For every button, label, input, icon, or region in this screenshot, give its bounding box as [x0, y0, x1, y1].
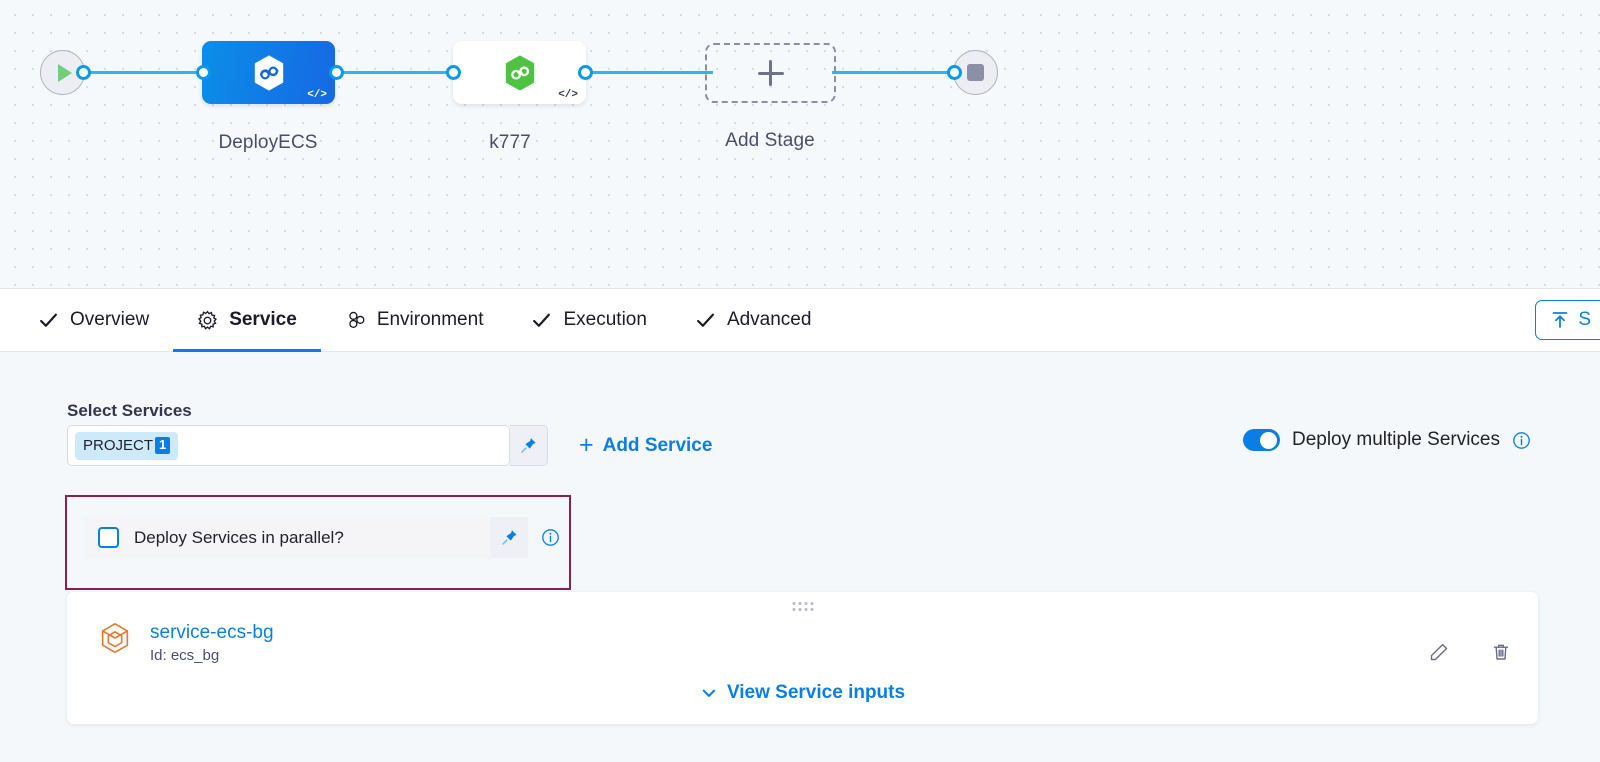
pin-icon — [521, 438, 536, 453]
deploy-in-parallel-info[interactable] — [541, 528, 560, 552]
save-as-template-label: S — [1578, 309, 1591, 330]
port-start-out[interactable] — [76, 65, 91, 80]
port-k777-in[interactable] — [446, 65, 461, 80]
service-card[interactable]: service-ecs-bg Id: ecs_bg — [67, 592, 1538, 724]
harness-hexagon-infinity-icon — [254, 54, 283, 91]
tab-service[interactable]: Service — [173, 289, 321, 352]
pipeline-canvas[interactable]: </> DeployECS </> k777 — [0, 0, 1600, 289]
stage-code-badge[interactable]: </> — [558, 89, 578, 101]
save-as-template-button[interactable]: S — [1535, 300, 1600, 340]
port-deployecs-in[interactable] — [196, 65, 211, 80]
deploy-in-parallel-highlight: Deploy Services in parallel? — [65, 495, 571, 590]
view-service-inputs-button[interactable]: View Service inputs — [700, 682, 905, 704]
tab-overview[interactable]: Overview — [14, 289, 173, 351]
port-end-in[interactable] — [947, 65, 962, 80]
stage-label-deployecs: DeployECS — [218, 132, 318, 153]
service-scope-chip[interactable]: PROJECT 1 — [75, 431, 179, 460]
plus-icon: + — [579, 431, 594, 459]
trash-icon[interactable] — [1490, 641, 1512, 663]
add-stage-node[interactable] — [705, 43, 836, 103]
stage-node-deployecs[interactable]: </> — [202, 41, 335, 104]
stage-node-k777[interactable]: </> — [453, 41, 586, 104]
tab-label: Execution — [563, 309, 647, 330]
check-icon — [40, 313, 57, 327]
pencil-icon[interactable] — [1428, 641, 1450, 663]
tab-advanced[interactable]: Advanced — [671, 289, 836, 351]
stage-code-badge[interactable]: </> — [307, 89, 327, 101]
deploy-in-parallel-pin-button[interactable] — [490, 517, 528, 558]
toggle-knob — [1260, 431, 1278, 449]
tab-label: Advanced — [726, 309, 812, 330]
deploy-multiple-services-toggle[interactable] — [1242, 429, 1280, 451]
chip-count-badge: 1 — [155, 437, 171, 454]
service-card-actions — [1428, 641, 1512, 663]
select-services-input[interactable]: PROJECT 1 — [67, 425, 510, 466]
add-service-label: Add Service — [602, 434, 713, 456]
service-hexagon-icon — [101, 622, 129, 654]
select-services-title: Select Services — [67, 401, 192, 420]
play-icon — [57, 63, 72, 82]
edge-k777-to-addstage — [578, 71, 713, 74]
service-card-main: service-ecs-bg Id: ecs_bg — [96, 620, 274, 664]
deploy-multiple-services-label: Deploy multiple Services — [1291, 429, 1500, 450]
port-k777-out[interactable] — [578, 65, 593, 80]
gear-icon — [198, 310, 218, 330]
deploy-in-parallel-checkbox[interactable] — [98, 527, 119, 548]
select-services-pin-button[interactable] — [510, 425, 548, 466]
edge-addstage-to-end — [832, 71, 962, 74]
tab-environment[interactable]: Environment — [321, 289, 508, 351]
service-tab-panel: Select Services PROJECT 1 + Add Service — [0, 352, 1600, 762]
view-service-inputs-label: View Service inputs — [726, 682, 906, 703]
pin-icon — [501, 530, 517, 545]
tab-label: Overview — [70, 309, 150, 330]
select-services-row: PROJECT 1 + Add Service — [67, 425, 712, 466]
cluster-icon — [349, 311, 365, 328]
info-icon — [542, 529, 559, 546]
deploy-in-parallel-label: Deploy Services in parallel? — [134, 527, 344, 547]
deploy-in-parallel-field[interactable]: Deploy Services in parallel? — [84, 517, 490, 558]
edge-deployecs-to-k777 — [330, 71, 460, 74]
check-icon — [696, 313, 714, 327]
stage-label-k777: k777 — [489, 132, 531, 153]
info-icon[interactable] — [1512, 431, 1531, 450]
add-service-button[interactable]: + Add Service — [579, 433, 712, 458]
save-template-icon — [1552, 312, 1568, 328]
service-name-link[interactable]: service-ecs-bg — [150, 622, 274, 643]
stage-tabbar: Overview Service Environment — [0, 289, 1600, 352]
chip-label: PROJECT — [83, 437, 154, 454]
tab-label: Environment — [376, 309, 484, 330]
plus-icon — [769, 60, 772, 86]
drag-dots-icon[interactable] — [792, 602, 813, 611]
tab-label: Service — [229, 309, 297, 330]
check-icon — [533, 313, 551, 327]
port-deployecs-out[interactable] — [329, 65, 344, 80]
service-card-text: service-ecs-bg Id: ecs_bg — [150, 620, 274, 664]
harness-hexagon-infinity-icon — [505, 54, 534, 91]
add-stage-label: Add Stage — [725, 130, 815, 151]
service-id-text: Id: ecs_bg — [150, 647, 220, 664]
tab-execution[interactable]: Execution — [507, 289, 670, 351]
tabbar-actions: S — [1529, 289, 1600, 351]
pipeline-graph: </> DeployECS </> k777 — [0, 0, 1600, 288]
stop-icon — [967, 64, 984, 81]
chevron-down-icon — [702, 689, 715, 697]
deploy-multiple-services-row[interactable]: Deploy multiple Services — [1242, 429, 1531, 451]
edge-start-to-deployecs — [86, 71, 208, 74]
